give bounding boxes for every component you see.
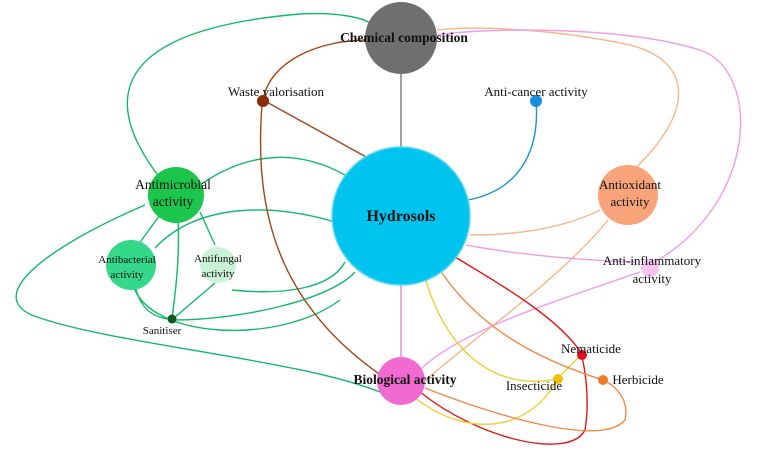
label-antioxidant-line2: activity xyxy=(611,194,650,209)
label-antibacterial-line2: activity xyxy=(111,269,144,281)
node-nematicide xyxy=(577,350,587,360)
edge-antiinflammatory-chemical xyxy=(436,29,742,263)
edge-antimicrobial-hydrosols xyxy=(199,156,346,186)
node-antioxidant-activity xyxy=(598,165,658,225)
edge-herbicide-hydrosols xyxy=(439,269,604,381)
label-herbicide: Herbicide xyxy=(612,372,663,387)
edge-antimicrobial-antibacterial xyxy=(137,214,161,246)
label-antibacterial-line1: Antibacterial xyxy=(98,254,155,266)
node-antifungal-activity xyxy=(200,247,236,283)
edge-insecticide-biological xyxy=(414,379,558,425)
edge-nematicide-hydrosols xyxy=(454,256,583,355)
label-antimicrobial-line2: activity xyxy=(153,194,194,209)
edge-antimicrobial-chemical xyxy=(126,12,376,179)
label-insecticide: Insecticide xyxy=(506,378,563,393)
edge-antioxidant-chemical xyxy=(436,27,680,176)
node-antibacterial-activity xyxy=(106,240,156,290)
edge-waste-hydrosols xyxy=(262,99,369,159)
edge-insecticide-hydrosols xyxy=(424,277,558,382)
edge-antioxidant-hydrosols xyxy=(469,209,601,236)
edge-antifungal-sanitiser xyxy=(173,282,216,319)
edge-antibacterial-sanitiser xyxy=(134,284,171,320)
label-anti-inflammatory-line2: activity xyxy=(633,271,672,286)
label-sanitiser: Sanitiser xyxy=(143,325,182,337)
node-hydrosols xyxy=(331,146,471,286)
node-anti-cancer-activity xyxy=(530,95,542,107)
label-antifungal-line1: Antifungal xyxy=(194,253,242,265)
label-biological-activity: Biological activity xyxy=(353,372,456,387)
edge-sanitiser-hydrosols xyxy=(173,271,356,321)
node-antimicrobial-activity xyxy=(148,167,204,223)
edge-herbicide-biological xyxy=(424,379,627,432)
edge-antiinflammatory-hydrosols xyxy=(465,244,636,263)
label-anti-inflammatory-line1: Anti-inflammatory xyxy=(603,253,702,268)
node-chemical-composition xyxy=(365,2,437,74)
edge-antimicrobial-sanitiser xyxy=(171,217,180,319)
edge-waste-chemical xyxy=(262,39,369,101)
label-waste-valorisation: Waste valorisation xyxy=(228,84,325,99)
node-herbicide xyxy=(598,375,608,385)
node-waste-valorisation xyxy=(257,95,269,107)
label-antifungal-line2: activity xyxy=(202,268,235,280)
edge-nematicide-biological xyxy=(419,355,588,445)
label-antimicrobial-line1: Antimicrobial xyxy=(135,177,211,192)
edge-waste-biological xyxy=(259,103,386,379)
label-antioxidant-line1: Antioxidant xyxy=(599,177,661,192)
node-insecticide xyxy=(553,374,563,384)
edge-antiinflammatory-biological xyxy=(419,271,641,371)
node-biological-activity xyxy=(377,357,425,405)
node-sanitiser xyxy=(167,314,177,324)
edge-antimicrobial-biological xyxy=(15,204,381,393)
edge-antifungal-hydrosols xyxy=(231,261,346,293)
label-hydrosols: Hydrosols xyxy=(366,208,435,225)
label-nematicide: Nematicide xyxy=(561,341,621,356)
edge-anticancer-hydrosols xyxy=(467,100,538,201)
node-anti-inflammatory-activity xyxy=(641,259,659,277)
label-chemical-composition: Chemical composition xyxy=(340,30,468,45)
label-anti-cancer-activity: Anti-cancer activity xyxy=(484,84,588,99)
edge-antibacterial-hydrosols xyxy=(154,209,336,249)
edge-antibacterial-biological xyxy=(132,284,341,332)
edge-antioxidant-biological xyxy=(419,219,609,386)
